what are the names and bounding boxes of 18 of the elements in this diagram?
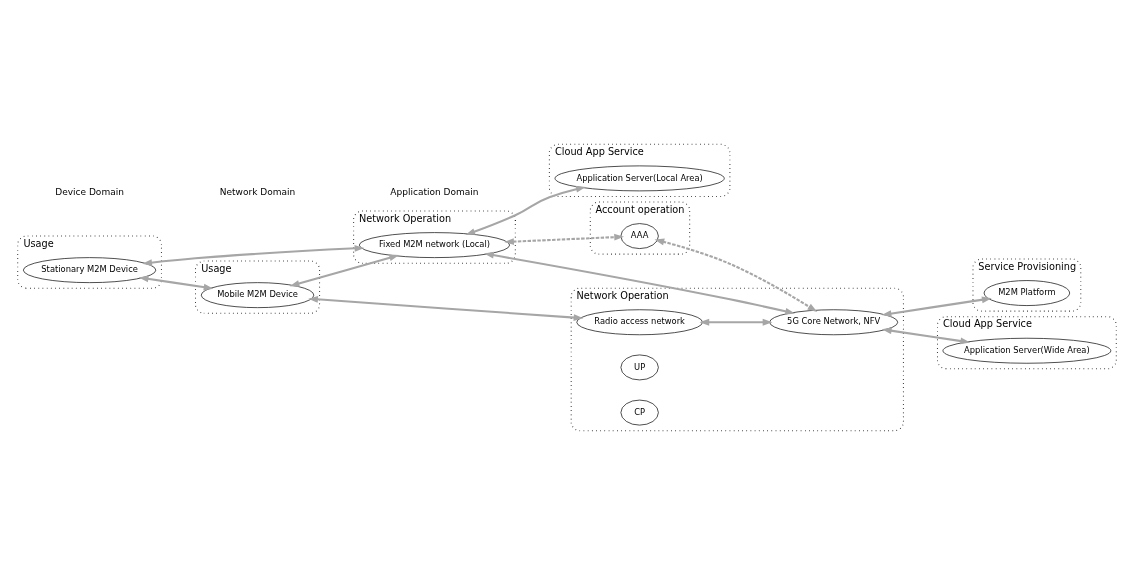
arrow [699,318,773,326]
label: Network Domain [219,187,296,198]
node-ellipse: CP [620,399,659,426]
node-ellipse: UP [620,354,659,381]
node-ellipse: AAA [620,223,659,249]
arrow [881,296,992,317]
arrow [504,233,625,246]
arrow [142,244,365,266]
arrow [484,251,795,315]
label: Device Domain [55,187,124,198]
arrow [465,185,586,235]
arrow [654,238,818,312]
node-ellipse: Radio access network [576,309,703,336]
arrow [138,275,214,291]
arrow [308,296,584,321]
arrow [289,254,400,287]
label: Application Domain [390,187,479,198]
arrow [881,327,971,345]
